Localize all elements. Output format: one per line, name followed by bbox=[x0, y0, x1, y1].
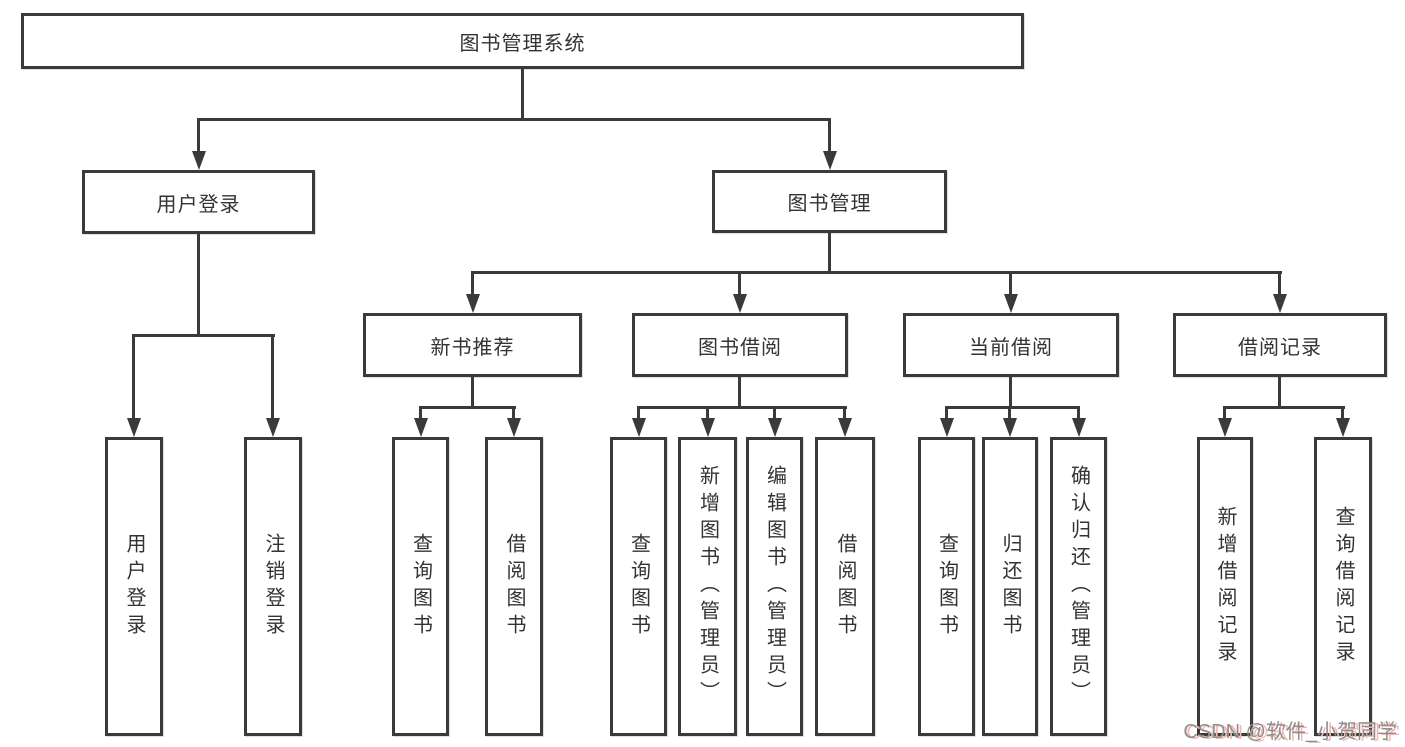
node-book-management-label: 图书管理 bbox=[787, 193, 872, 215]
leaf-edit-books-admin-label: 编辑图书（管理员） bbox=[763, 465, 786, 708]
leaf-query-borrow-record: 查询借阅记录 bbox=[1314, 437, 1372, 736]
connector-root-hbar bbox=[197, 118, 831, 121]
leaf-query-books-1-label: 查询图书 bbox=[409, 532, 432, 641]
leaf-query-books-2: 查询图书 bbox=[610, 437, 667, 736]
connector-drop bbox=[132, 337, 135, 422]
node-user-login: 用户登录 bbox=[82, 170, 315, 234]
node-book-borrow-label: 图书借阅 bbox=[698, 336, 782, 359]
leaf-logout: 注销登录 bbox=[244, 437, 302, 736]
leaf-add-borrow-record-label: 新增借阅记录 bbox=[1214, 505, 1236, 668]
connector-stub bbox=[738, 377, 741, 409]
node-book-management: 图书管理 bbox=[712, 170, 947, 233]
connector-userlogin-hbar bbox=[132, 334, 275, 337]
arrow-down-icon bbox=[733, 294, 747, 313]
connector-root-stub bbox=[521, 69, 524, 121]
connector-stub bbox=[1009, 377, 1012, 409]
connector-drop bbox=[1008, 409, 1011, 423]
arrow-down-icon bbox=[192, 151, 206, 170]
connector-drop bbox=[1341, 409, 1344, 423]
connector-userlogin-stub bbox=[197, 234, 200, 337]
connector-drop bbox=[1278, 274, 1281, 298]
connector-hbar bbox=[1223, 406, 1345, 409]
connector-drop-user-login bbox=[197, 121, 200, 155]
arrow-down-icon bbox=[1273, 294, 1287, 313]
connector-bookmgmt-stub bbox=[828, 233, 831, 274]
node-book-borrow: 图书借阅 bbox=[632, 313, 848, 377]
csdn-watermark: CSDN @软件_小贺同学 bbox=[1183, 721, 1397, 743]
connector-stub bbox=[471, 377, 474, 409]
arrow-down-icon bbox=[507, 418, 521, 437]
connector-drop bbox=[738, 274, 741, 298]
leaf-query-books-3-label: 查询图书 bbox=[935, 532, 958, 641]
connector-drop bbox=[1009, 274, 1012, 298]
arrow-down-icon bbox=[838, 418, 852, 437]
arrow-down-icon bbox=[1004, 294, 1018, 313]
leaf-borrow-books-2-label: 借阅图书 bbox=[834, 532, 856, 641]
arrow-down-icon bbox=[414, 418, 428, 437]
connector-hbar bbox=[945, 406, 1080, 409]
arrow-down-icon bbox=[768, 418, 782, 437]
leaf-add-borrow-record: 新增借阅记录 bbox=[1197, 437, 1253, 736]
arrow-down-icon bbox=[1072, 418, 1086, 437]
leaf-user-login: 用户登录 bbox=[105, 437, 163, 736]
connector-drop bbox=[843, 409, 846, 423]
arrow-down-icon bbox=[701, 418, 715, 437]
connector-drop bbox=[1077, 409, 1080, 423]
arrow-down-icon bbox=[1218, 418, 1232, 437]
connector-drop-book-mgmt bbox=[828, 121, 831, 155]
node-borrow-records: 借阅记录 bbox=[1173, 313, 1387, 377]
node-current-borrow-label: 当前借阅 bbox=[969, 336, 1053, 359]
leaf-add-books-admin-label: 新增图书（管理员） bbox=[696, 465, 719, 708]
arrow-down-icon bbox=[1336, 418, 1350, 437]
leaf-confirm-return-admin: 确认归还（管理员） bbox=[1050, 437, 1107, 736]
connector-drop bbox=[637, 409, 640, 423]
connector-hbar bbox=[637, 406, 847, 409]
arrow-down-icon bbox=[823, 151, 837, 170]
connector-hbar bbox=[419, 406, 516, 409]
leaf-edit-books-admin: 编辑图书（管理员） bbox=[746, 437, 803, 736]
leaf-return-books: 归还图书 bbox=[982, 437, 1038, 736]
connector-drop bbox=[945, 409, 948, 423]
connector-bookmgmt-hbar bbox=[471, 271, 1282, 274]
leaf-query-books-3: 查询图书 bbox=[918, 437, 975, 736]
leaf-borrow-books-2: 借阅图书 bbox=[815, 437, 875, 736]
connector-drop bbox=[512, 409, 515, 423]
leaf-borrow-books-1: 借阅图书 bbox=[485, 437, 543, 736]
node-root: 图书管理系统 bbox=[21, 13, 1024, 69]
arrow-down-icon bbox=[632, 418, 646, 437]
connector-drop bbox=[1223, 409, 1226, 423]
connector-drop bbox=[773, 409, 776, 423]
leaf-query-books-1: 查询图书 bbox=[392, 437, 449, 736]
node-user-login-label: 用户登录 bbox=[156, 193, 241, 216]
arrow-down-icon bbox=[466, 294, 480, 313]
leaf-query-borrow-record-label: 查询借阅记录 bbox=[1332, 505, 1354, 668]
leaf-logout-label: 注销登录 bbox=[262, 532, 284, 641]
leaf-user-login-label: 用户登录 bbox=[123, 532, 145, 641]
leaf-borrow-books-1-label: 借阅图书 bbox=[503, 532, 525, 641]
connector-stub bbox=[1278, 377, 1281, 409]
arrow-down-icon bbox=[940, 418, 954, 437]
leaf-query-books-2-label: 查询图书 bbox=[627, 532, 650, 641]
connector-drop bbox=[471, 274, 474, 298]
node-current-borrow: 当前借阅 bbox=[903, 313, 1119, 377]
leaf-confirm-return-admin-label: 确认归还（管理员） bbox=[1067, 465, 1090, 708]
node-borrow-records-label: 借阅记录 bbox=[1238, 336, 1322, 359]
connector-drop bbox=[271, 337, 274, 422]
leaf-return-books-label: 归还图书 bbox=[999, 532, 1021, 641]
node-root-label: 图书管理系统 bbox=[459, 32, 586, 55]
connector-drop bbox=[419, 409, 422, 423]
node-new-book-recommend: 新书推荐 bbox=[363, 313, 582, 377]
node-new-book-recommend-label: 新书推荐 bbox=[430, 336, 515, 359]
leaf-add-books-admin: 新增图书（管理员） bbox=[678, 437, 737, 736]
connector-drop bbox=[706, 409, 709, 423]
arrow-down-icon bbox=[127, 418, 141, 437]
arrow-down-icon bbox=[266, 418, 280, 437]
arrow-down-icon bbox=[1003, 418, 1017, 437]
